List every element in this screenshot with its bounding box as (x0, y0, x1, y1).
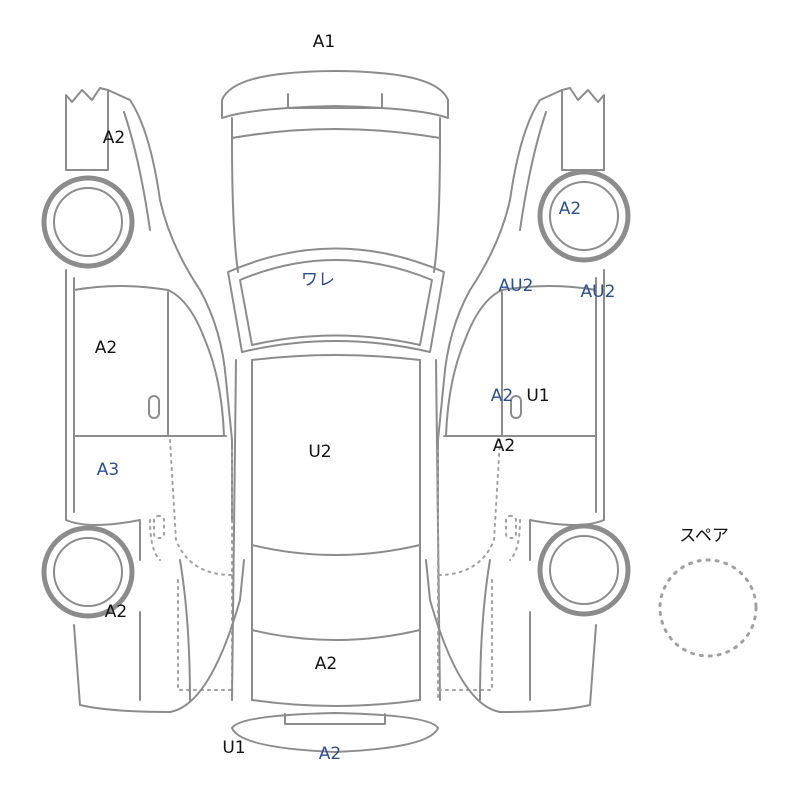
label-right-front-door-blue: A2 (491, 386, 513, 406)
label-roof-front: A1 (313, 32, 335, 52)
label-windshield: ワレ (301, 270, 335, 290)
label-spare-label: スペア (679, 526, 729, 546)
label-left-rear-quarter: A2 (105, 602, 127, 622)
label-right-pillar-edge: AU2 (581, 282, 616, 302)
right-side-view (425, 87, 631, 713)
left-side-view (41, 87, 245, 713)
label-right-a-pillar: AU2 (499, 276, 534, 296)
label-trunk: A2 (315, 654, 337, 674)
label-rear-bumper-left: U1 (222, 738, 245, 758)
top-view (221, 70, 449, 753)
label-roof: U2 (308, 442, 331, 462)
label-left-front-door: A2 (95, 338, 117, 358)
label-rear-bumper: A2 (319, 744, 341, 764)
label-left-rear-door: A3 (97, 460, 119, 480)
label-right-front-wheel: A2 (559, 199, 581, 219)
label-right-rear-door: A2 (493, 436, 515, 456)
spare-tire-icon (658, 558, 758, 658)
label-left-front-fender: A2 (103, 128, 125, 148)
label-right-front-door-black: U1 (526, 386, 549, 406)
